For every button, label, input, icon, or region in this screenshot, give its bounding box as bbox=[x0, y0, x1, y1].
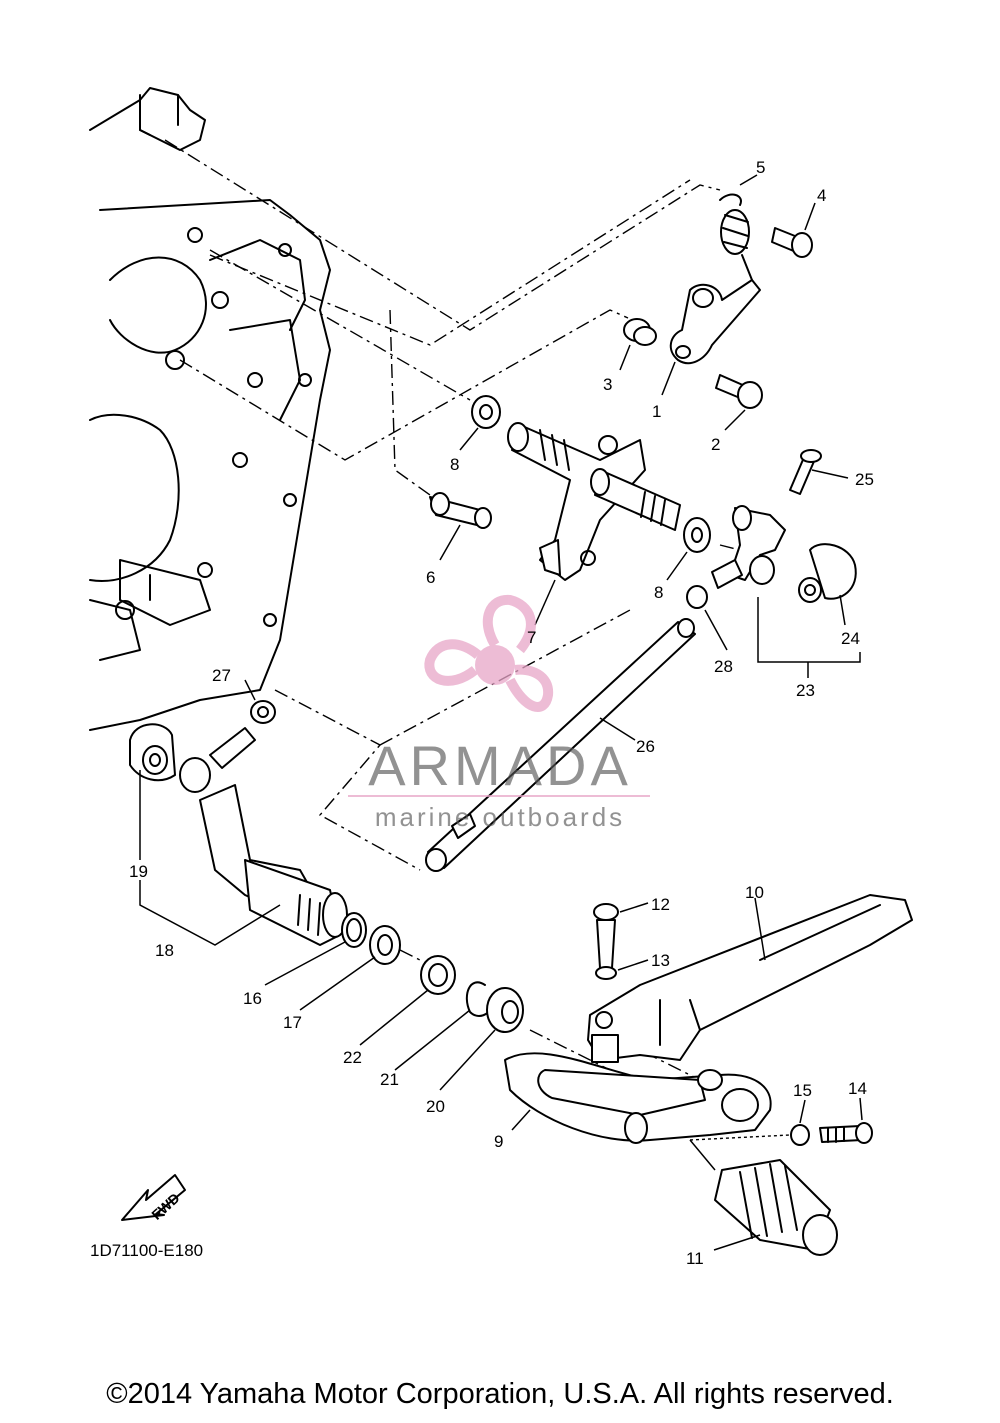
callout-9: 9 bbox=[494, 1132, 503, 1151]
assembly-leader-lines bbox=[164, 139, 791, 1141]
callout-12: 12 bbox=[651, 895, 670, 914]
callout-17: 17 bbox=[283, 1013, 302, 1032]
watermark-name: ARMADA bbox=[368, 734, 632, 797]
propeller-blade-top bbox=[482, 594, 536, 654]
callout-23: 23 bbox=[796, 681, 815, 700]
callout-21: 21 bbox=[380, 1070, 399, 1089]
propeller-blade-right bbox=[505, 664, 554, 712]
callout-27: 27 bbox=[212, 666, 231, 685]
callout-24: 24 bbox=[841, 629, 860, 648]
callout-5: 5 bbox=[756, 158, 765, 177]
callout-labels: 1 2 3 4 5 6 7 8 8 9 10 11 12 13 14 15 16… bbox=[129, 158, 874, 1268]
callout-7: 7 bbox=[527, 628, 536, 647]
callout-28: 28 bbox=[714, 657, 733, 676]
callout-18: 18 bbox=[155, 941, 174, 960]
diagram-code: 1D71100-E180 bbox=[90, 1241, 203, 1260]
callout-8a: 8 bbox=[450, 455, 459, 474]
copyright-notice: ©2014 Yamaha Motor Corporation, U.S.A. A… bbox=[106, 1378, 894, 1410]
callout-25: 25 bbox=[855, 470, 874, 489]
watermark-tagline: marine outboards bbox=[375, 802, 625, 832]
propeller-hub bbox=[475, 645, 515, 685]
armada-watermark: ARMADA marine outboards bbox=[348, 594, 650, 832]
callout-16: 16 bbox=[243, 989, 262, 1008]
propeller-logo bbox=[424, 594, 554, 712]
callout-13: 13 bbox=[651, 951, 670, 970]
callout-3: 3 bbox=[603, 375, 612, 394]
callout-20: 20 bbox=[426, 1097, 445, 1116]
shift-lever-assembly-lower bbox=[129, 700, 913, 1256]
callout-leaders bbox=[139, 174, 863, 1251]
shift-lever-assembly-upper bbox=[425, 193, 861, 872]
callout-15: 15 bbox=[793, 1081, 812, 1100]
crankcase-outline bbox=[89, 87, 331, 731]
fwd-arrow: FWD bbox=[121, 1174, 186, 1223]
callout-22: 22 bbox=[343, 1048, 362, 1067]
callout-11: 11 bbox=[686, 1249, 704, 1268]
callout-6: 6 bbox=[426, 568, 435, 587]
callout-26: 26 bbox=[636, 737, 655, 756]
callout-10: 10 bbox=[745, 883, 764, 902]
callout-8b: 8 bbox=[654, 583, 663, 602]
callout-19: 19 bbox=[129, 862, 148, 881]
callout-1: 1 bbox=[652, 402, 661, 421]
callout-2: 2 bbox=[711, 435, 720, 454]
callout-14: 14 bbox=[848, 1079, 867, 1098]
callout-4: 4 bbox=[817, 186, 826, 205]
propeller-blade-left bbox=[424, 639, 482, 686]
